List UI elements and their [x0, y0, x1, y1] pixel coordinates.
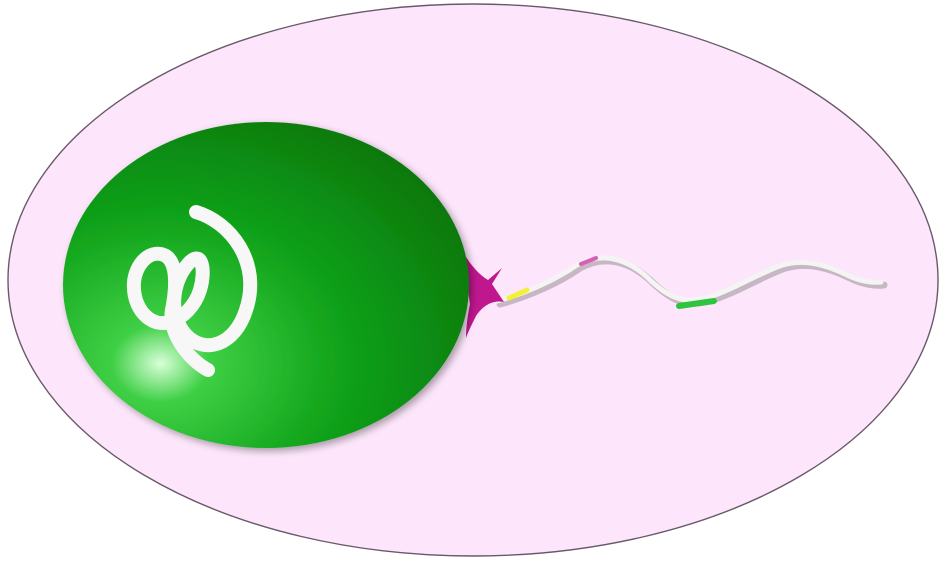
cell-body — [63, 122, 469, 448]
cell-body-group — [63, 122, 469, 448]
